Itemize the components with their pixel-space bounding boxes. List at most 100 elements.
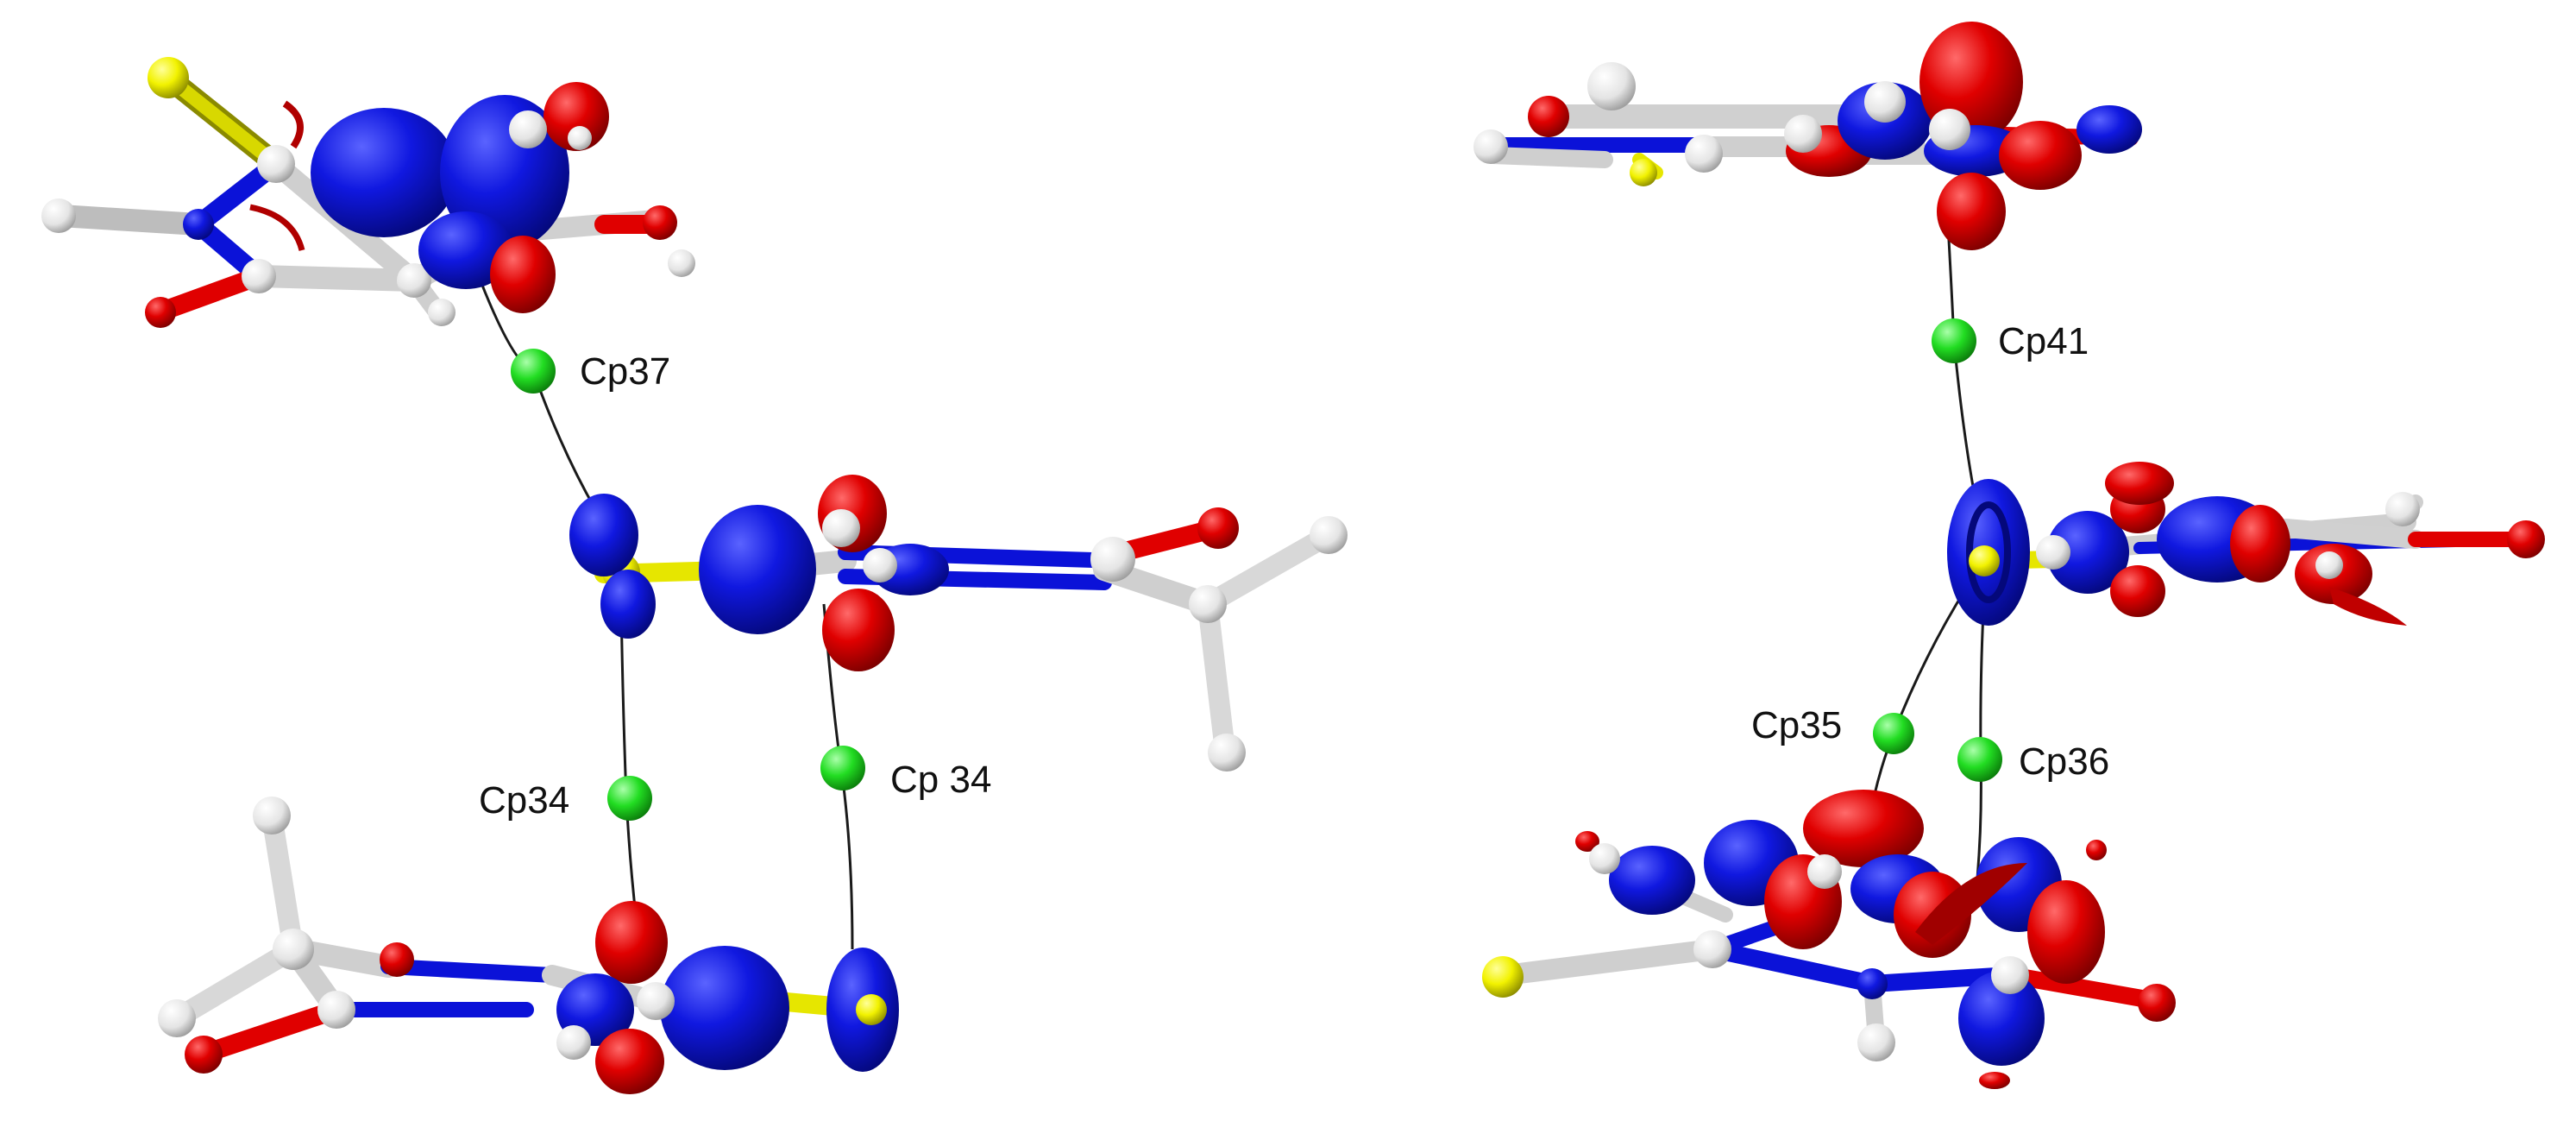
hydrogen-atom xyxy=(1473,129,1508,164)
hydrogen-atom xyxy=(1857,1023,1895,1061)
carbon-atom xyxy=(1090,537,1135,582)
orbital-lobe-positive xyxy=(2077,105,2142,154)
critical-point-cp36 xyxy=(1957,737,2002,782)
orbital-lobe-positive xyxy=(1609,846,1695,915)
hydrogen-atom xyxy=(2385,492,2420,526)
orbital-lobe-negative-sheet xyxy=(2329,587,2407,626)
cp-label: Cp37 xyxy=(580,350,670,393)
hydrogen-atom xyxy=(568,126,592,150)
orbital-lobe-positive xyxy=(311,108,457,237)
orbital-lobe-positive xyxy=(418,211,513,289)
critical-points-left: Cp37 Cp34 Cp 34 xyxy=(479,349,991,822)
molecule-middle-left xyxy=(569,475,1348,771)
orbital-lobe-negative xyxy=(2027,880,2105,984)
molecule-bottom-right xyxy=(1482,790,2176,1089)
hydrogen-atom xyxy=(668,249,695,277)
orbital-lobe-positive-ring xyxy=(1966,501,2011,603)
hydrogen-atom xyxy=(1208,734,1246,771)
oxygen-atom xyxy=(2507,520,2545,558)
orbital-lobe-negative xyxy=(595,901,668,984)
orbital-lobe-negative xyxy=(595,1029,664,1094)
critical-point-cp41 xyxy=(1932,318,1976,363)
right-panel: Cp41 Cp35 Cp36 xyxy=(1473,22,2545,1089)
carbon-atom xyxy=(1685,135,1723,173)
orbital-lobe-negative xyxy=(1937,173,2006,250)
hydrogen-atom xyxy=(1929,109,1970,150)
orbital-lobe-negative-sheet xyxy=(1915,863,2027,945)
molecule-top-right xyxy=(1473,22,2142,250)
orbital-lobe-negative xyxy=(490,236,556,313)
orbital-lobe-positive xyxy=(600,570,656,639)
molecule-bottom-left xyxy=(158,797,899,1094)
oxygen-atom xyxy=(1528,96,1569,137)
orbital-lobe-positive xyxy=(660,946,789,1070)
orbital-lobe-negative xyxy=(822,589,895,671)
oxygen-atom xyxy=(185,1036,223,1074)
orbital-lobe-negative-rim xyxy=(249,204,305,251)
hydrogen-atom xyxy=(2036,535,2070,570)
oxygen-atom xyxy=(643,205,677,240)
hydrogen-atom xyxy=(1864,81,1906,123)
cp-label: Cp35 xyxy=(1751,704,1842,746)
cp-label: Cp41 xyxy=(1998,320,2089,362)
carbon-atom xyxy=(1991,956,2029,994)
oxygen-atom xyxy=(380,942,414,977)
hydrogen-atom xyxy=(556,1025,591,1060)
hydrogen-atom xyxy=(428,299,456,326)
carbon-atom xyxy=(397,263,431,298)
carbon-atom xyxy=(863,548,897,583)
critical-points-right: Cp41 Cp35 Cp36 xyxy=(1751,318,2109,783)
hydrogen-atom xyxy=(1587,62,1636,110)
orbital-lobe-negative-rim xyxy=(282,100,304,149)
oxygen-atom xyxy=(145,297,176,328)
orbital-lobe-positive xyxy=(699,505,816,634)
hydrogen-atom xyxy=(158,999,196,1037)
orbital-lobe-negative xyxy=(2230,505,2290,583)
hydrogen-atom xyxy=(1807,854,1842,889)
orbital-lobe-negative xyxy=(1575,831,1599,852)
carbon-atom xyxy=(273,929,314,970)
carbon-atom xyxy=(637,982,675,1020)
sulfur-atom xyxy=(1482,956,1524,998)
hydrogen-atom xyxy=(509,110,547,148)
nitrogen-atom xyxy=(1857,968,1888,999)
cp-label: Cp36 xyxy=(2019,740,2109,783)
orbital-lobe-negative xyxy=(1979,1072,2010,1089)
orbital-lobe-negative xyxy=(1803,790,1924,867)
orbital-lobe-negative xyxy=(543,82,609,151)
orbital-lobe-positive xyxy=(2046,511,2129,594)
molecule-top-left xyxy=(41,57,695,328)
oxygen-atom xyxy=(1197,507,1239,549)
left-panel: Cp37 Cp34 Cp 34 xyxy=(41,57,1348,1094)
carbon-atom xyxy=(257,145,295,183)
sulfur-atom xyxy=(856,994,887,1025)
critical-point-cp34-b xyxy=(820,746,865,790)
sulfur-atom xyxy=(1969,545,2000,576)
hydrogen-atom xyxy=(1589,843,1620,874)
bond-path-cp34-a xyxy=(619,603,638,924)
orbital-lobe-positive xyxy=(1958,971,2045,1066)
carbon-atom xyxy=(242,259,276,293)
orbital-lobe-negative xyxy=(2105,462,2174,505)
carbon-atom xyxy=(317,991,355,1029)
carbon-atom xyxy=(1784,115,1822,153)
oxygen-atom xyxy=(2138,984,2176,1022)
critical-point-cp35 xyxy=(1873,713,1914,754)
hydrogen-atom xyxy=(2315,551,2343,579)
cp-label: Cp 34 xyxy=(890,759,991,801)
critical-point-cp34-a xyxy=(607,776,652,821)
orbital-lobe-negative xyxy=(1999,121,2082,190)
orbital-lobe-negative xyxy=(2086,840,2107,860)
carbon-atom xyxy=(1693,930,1731,968)
orbital-lobe-positive xyxy=(569,494,638,576)
hydrogen-atom xyxy=(253,797,291,834)
nitrogen-atom xyxy=(183,209,214,240)
critical-point-cp37 xyxy=(511,349,556,394)
hydrogen-atom xyxy=(41,198,76,233)
sulfur-atom xyxy=(148,57,189,98)
orbital-lobe-negative xyxy=(2110,565,2165,617)
molecule-middle-right xyxy=(1947,462,2545,626)
hydrogen-atom xyxy=(822,509,860,547)
hydrogen-atom xyxy=(1310,516,1348,554)
